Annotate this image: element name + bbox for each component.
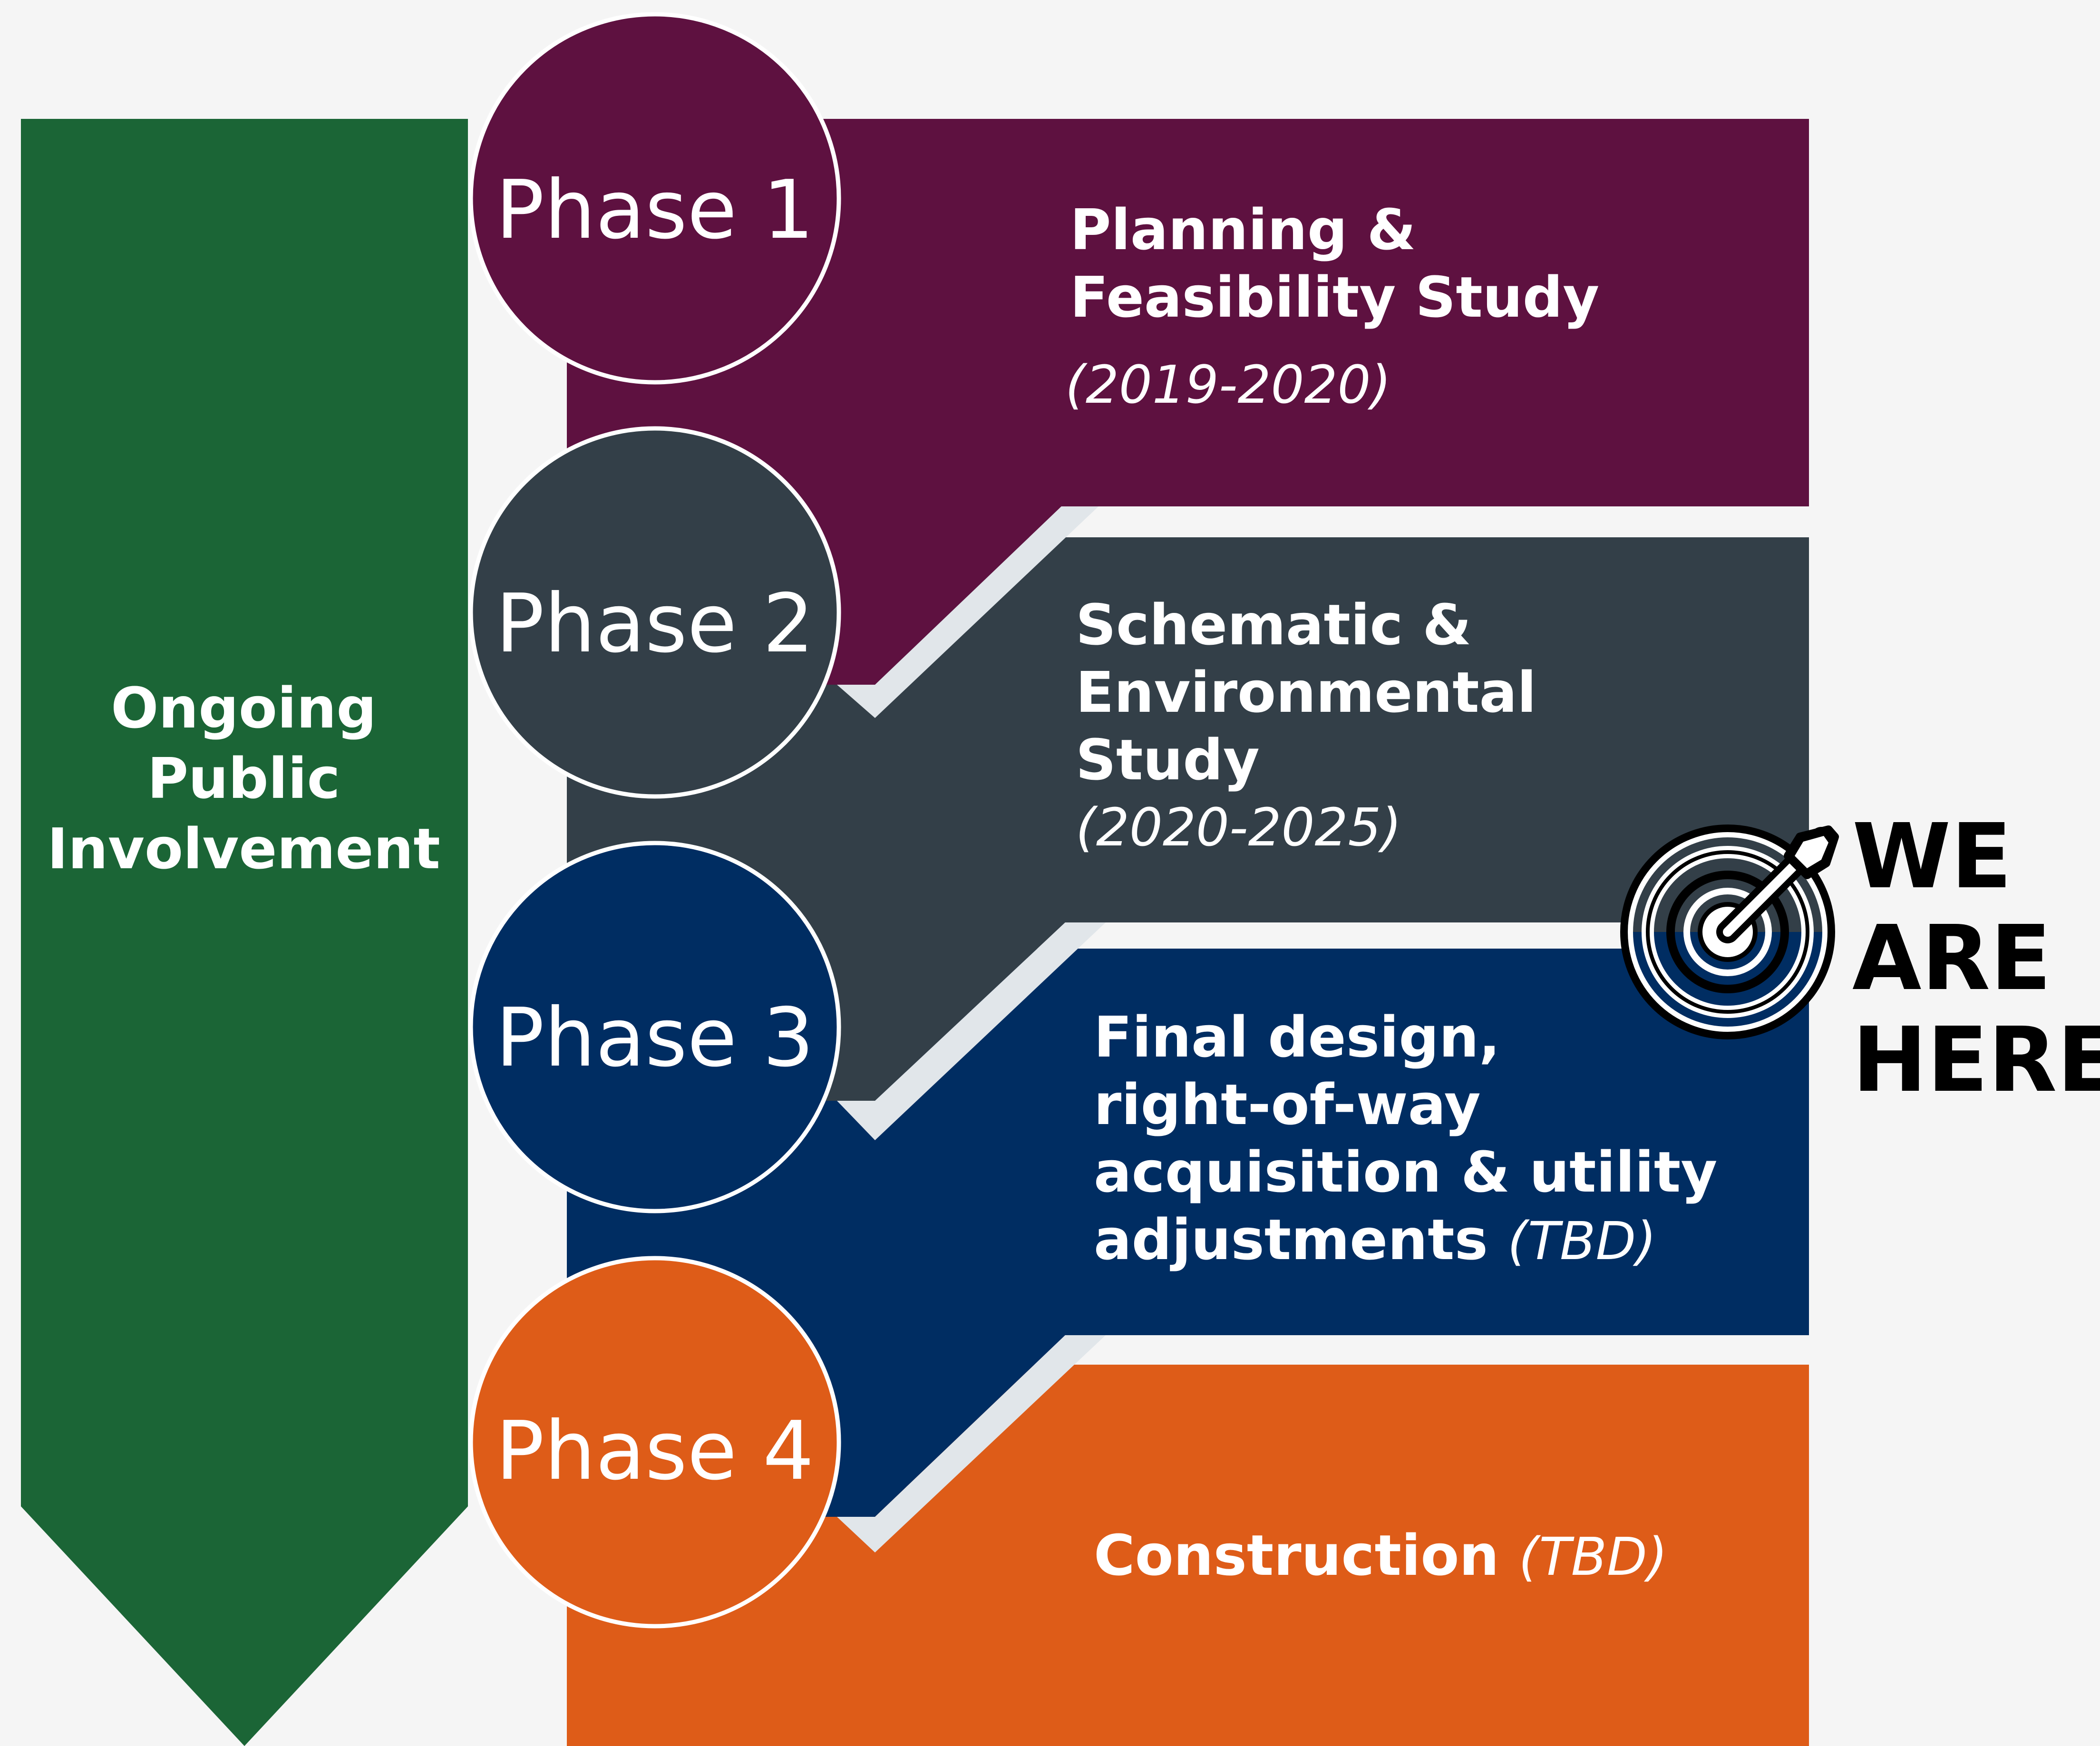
phase-4-description: Construction (TBD) [1094, 1522, 1668, 1591]
phase-2-title-line-3: Study [1076, 727, 1260, 793]
phase-2-notch-highlight [837, 922, 1106, 1140]
phase-2-title-line-1: Schematic & [1076, 592, 1472, 658]
phase-2-label: Phase 2 [496, 577, 814, 671]
public-involvement-line-3: Involvement [47, 816, 440, 882]
phase-3-title-line-4-row: adjustments (TBD) [1094, 1206, 1717, 1275]
phase-4-years: (TBD) [1518, 1526, 1668, 1587]
we-are-here-label: WE ARE HERE [1852, 806, 2100, 1111]
we-are-here-line-1: WE [1852, 805, 2012, 909]
phase-1-band [567, 119, 1809, 685]
phase-3-circle [468, 841, 841, 1213]
phase-3-title-line-3: acquisition & utility [1094, 1139, 1718, 1205]
phase-2-circle [468, 426, 841, 799]
phase-1-label: Phase 1 [496, 163, 814, 257]
phase-1-years: (2019-2020) [1065, 354, 1391, 415]
phase-1-circle [468, 12, 841, 385]
phase-1-description: Planning & Feasibility Study (2019-2020) [1065, 196, 1600, 418]
phase-3-title-line-2: right-of-way [1094, 1072, 1481, 1137]
phase-3-title-line-1: Final design, [1094, 1004, 1500, 1070]
phase-1-notch-highlight [837, 506, 1099, 718]
target-arrow-icon [1620, 824, 1839, 1039]
phase-1-title-line-2: Feasibility Study [1070, 264, 1600, 330]
phase-3-notch-highlight [837, 1335, 1106, 1552]
phase-1-title-line-1: Planning & [1070, 197, 1416, 262]
phase-2-years: (2020-2025) [1076, 797, 1402, 858]
phase-4-title-row: Construction (TBD) [1094, 1522, 1668, 1591]
phase-4-label: Phase 4 [496, 1404, 814, 1498]
public-involvement-arrow [21, 119, 468, 1746]
phase-4-circle [468, 1256, 841, 1629]
phase-3-years: (TBD) [1507, 1211, 1657, 1271]
phase-4-title-line-1: Construction [1094, 1523, 1499, 1588]
public-involvement-line-2: Public [147, 746, 340, 811]
phase-2-title-line-2: Environmental [1076, 660, 1536, 725]
we-are-here-line-2: ARE [1852, 906, 2051, 1010]
phase-3-label: Phase 3 [496, 991, 814, 1085]
phase-3-title-line-4: adjustments [1094, 1207, 1488, 1272]
public-involvement-label: Ongoing Public Involvement [19, 673, 468, 884]
phase-2-description: Schematic & Environmental Study (2020-20… [1076, 591, 1536, 861]
we-are-here-line-3: HERE [1852, 1008, 2100, 1112]
public-involvement-line-1: Ongoing [111, 675, 377, 741]
phase-3-description: Final design, right-of-way acquisition &… [1094, 1003, 1717, 1275]
